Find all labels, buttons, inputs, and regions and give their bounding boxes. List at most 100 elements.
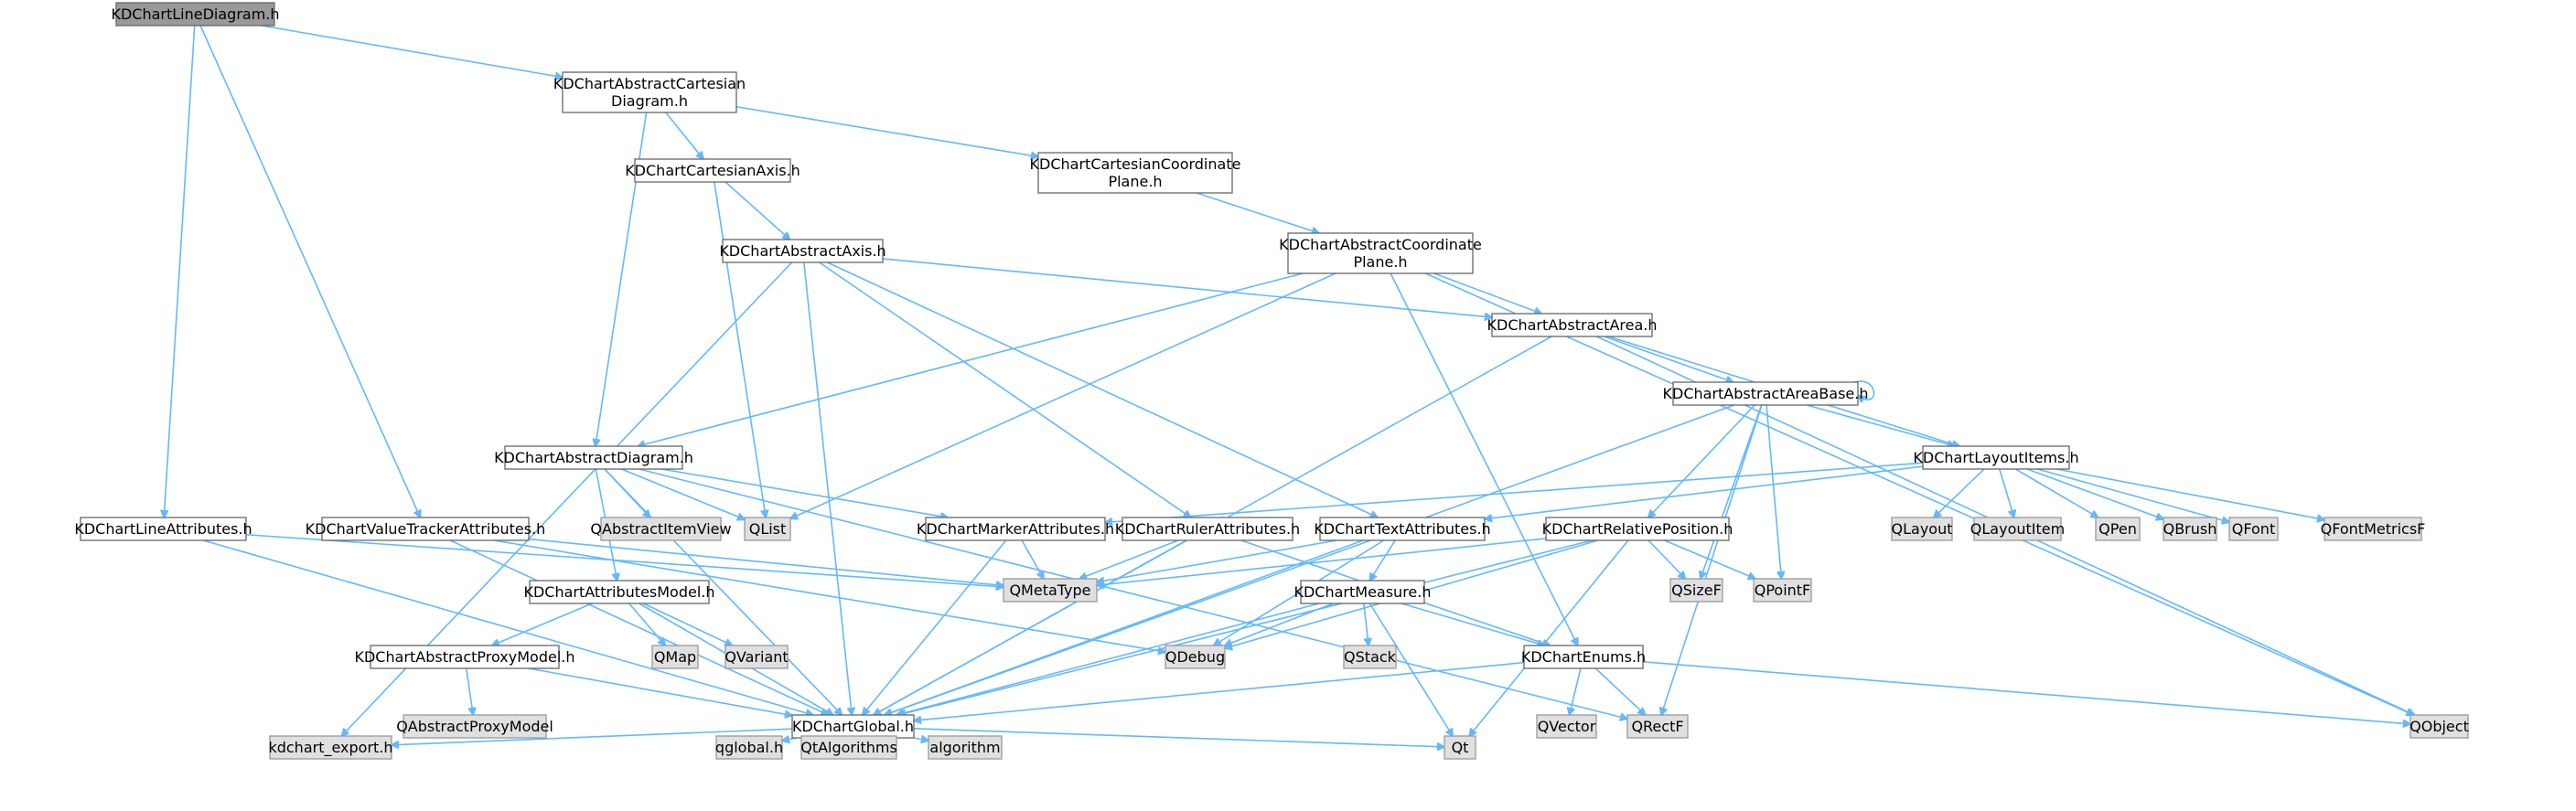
node-qtalg: QtAlgorithms bbox=[800, 735, 897, 760]
node-box bbox=[1300, 580, 1425, 604]
edge-am-to-qvariant bbox=[643, 603, 732, 646]
node-box bbox=[1523, 645, 1644, 669]
node-box bbox=[562, 71, 737, 113]
node-cax[interactable]: KDChartCartesianAxis.h bbox=[625, 158, 800, 183]
edge-enums-to-qobject bbox=[1642, 660, 2410, 724]
edge-meas-to-qdebug bbox=[1225, 603, 1334, 646]
edge-rp-to-qsizef bbox=[1648, 539, 1685, 579]
node-enums[interactable]: KDChartEnums.h bbox=[1521, 645, 1646, 669]
node-qbrush: QBrush bbox=[2163, 517, 2217, 541]
edge-rp-to-qt bbox=[1469, 539, 1629, 736]
node-qvariant: QVariant bbox=[724, 645, 789, 669]
node-label: KDChartCartesianAxis.h bbox=[625, 162, 800, 179]
node-box bbox=[321, 517, 530, 541]
edge-apm-to-qapm bbox=[466, 667, 473, 715]
node-aax[interactable]: KDChartAbstractAxis.h bbox=[719, 239, 886, 263]
node-box bbox=[1545, 517, 1730, 541]
node-label: Plane.h bbox=[1353, 253, 1407, 271]
node-box bbox=[651, 645, 699, 669]
edge-acp-to-qobject bbox=[1424, 272, 2413, 715]
node-label: QAbstractProxyModel bbox=[396, 718, 553, 735]
node-meas[interactable]: KDChartMeasure.h bbox=[1293, 580, 1432, 604]
edge-aax-to-aar bbox=[882, 258, 1492, 317]
node-box bbox=[925, 517, 1106, 541]
node-label: Diagram.h bbox=[611, 92, 688, 110]
node-label: KDChartTextAttributes.h bbox=[1314, 520, 1490, 538]
node-box bbox=[1536, 714, 1597, 739]
node-apm[interactable]: KDChartAbstractProxyModel.h bbox=[354, 645, 575, 669]
node-box bbox=[715, 735, 783, 760]
edge-ra-to-global bbox=[874, 539, 1187, 715]
edge-root-to-vta bbox=[199, 25, 420, 518]
edge-cax-to-qlist bbox=[714, 181, 766, 518]
node-label: KDChartLineAttributes.h bbox=[74, 520, 252, 538]
edge-aab-to-qpointf bbox=[1766, 404, 1781, 579]
edge-am-to-apm bbox=[492, 603, 593, 646]
node-am[interactable]: KDChartAttributesModel.h bbox=[523, 580, 715, 604]
node-box bbox=[1037, 152, 1233, 194]
edge-ad-to-qlist bbox=[621, 468, 745, 519]
edge-rp-to-global bbox=[898, 539, 1593, 715]
node-box bbox=[1319, 517, 1486, 541]
edge-li-to-qpen bbox=[2014, 468, 2098, 518]
node-li[interactable]: KDChartLayoutItems.h bbox=[1913, 445, 2079, 470]
node-box bbox=[1672, 381, 1859, 406]
node-qt: Qt bbox=[1444, 735, 1476, 760]
edge-acp-to-enums bbox=[1390, 272, 1578, 646]
edge-li-to-qbrush bbox=[2026, 468, 2163, 519]
node-box bbox=[1753, 578, 1812, 603]
node-box bbox=[1891, 517, 1953, 541]
edge-la-to-global bbox=[202, 539, 813, 715]
node-label: QVector bbox=[1538, 718, 1596, 735]
node-label: KDChartValueTrackerAttributes.h bbox=[306, 520, 546, 538]
node-qrectf: QRectF bbox=[1626, 714, 1689, 739]
edge-acd-to-cax bbox=[665, 112, 703, 159]
node-aar[interactable]: KDChartAbstractArea.h bbox=[1487, 313, 1658, 337]
node-label: QSizeF bbox=[1671, 582, 1722, 599]
node-qstack: QStack bbox=[1343, 645, 1397, 669]
node-box bbox=[1444, 735, 1476, 760]
edge-li-to-qfont bbox=[2036, 468, 2229, 522]
node-label: KDChartAttributesModel.h bbox=[523, 583, 714, 601]
node-ta[interactable]: KDChartTextAttributes.h bbox=[1314, 517, 1491, 541]
edge-aab-to-aab bbox=[1853, 380, 1875, 400]
node-la[interactable]: KDChartLineAttributes.h bbox=[74, 517, 252, 541]
node-alg: algorithm bbox=[928, 735, 1003, 760]
edge-li-to-ta bbox=[1485, 465, 1924, 519]
node-label: KDChartAbstractCoordinate bbox=[1279, 236, 1482, 253]
node-qvector: QVector bbox=[1536, 714, 1597, 739]
nodes-layer: KDChartLineDiagram.hKDChartAbstractCarte… bbox=[74, 2, 2469, 760]
node-root[interactable]: KDChartLineDiagram.h bbox=[111, 2, 280, 27]
node-label: algorithm bbox=[929, 739, 1000, 756]
node-box bbox=[2410, 714, 2469, 739]
node-ra[interactable]: KDChartRulerAttributes.h bbox=[1115, 517, 1300, 541]
node-box bbox=[2324, 517, 2422, 541]
edge-global-to-alg bbox=[913, 738, 928, 741]
edge-ad-to-global bbox=[604, 468, 842, 715]
edge-enums-to-qrectf bbox=[1594, 667, 1645, 715]
edge-cax-to-aax bbox=[724, 181, 790, 240]
node-ma[interactable]: KDChartMarkerAttributes.h bbox=[917, 517, 1114, 541]
node-qmeta: QMetaType bbox=[1003, 578, 1098, 603]
edge-root-to-acd bbox=[261, 25, 563, 78]
node-label: QLayoutItem bbox=[1970, 520, 2065, 538]
edge-acd-to-ad bbox=[596, 112, 648, 446]
node-aab[interactable]: KDChartAbstractAreaBase.h bbox=[1663, 381, 1869, 406]
edge-global-to-qt bbox=[913, 728, 1444, 747]
edge-vta-to-qmeta bbox=[528, 538, 1004, 586]
node-ad[interactable]: KDChartAbstractDiagram.h bbox=[494, 445, 693, 470]
node-vta[interactable]: KDChartValueTrackerAttributes.h bbox=[306, 517, 546, 541]
node-global[interactable]: KDChartGlobal.h bbox=[791, 714, 915, 739]
edge-meas-to-enums bbox=[1401, 603, 1544, 646]
edge-ta-to-global bbox=[885, 539, 1371, 715]
node-box bbox=[724, 645, 789, 669]
edge-aax-to-global bbox=[803, 261, 852, 715]
node-box bbox=[1343, 645, 1397, 669]
edge-li-to-qlayout bbox=[1934, 468, 1985, 518]
node-rp[interactable]: KDChartRelativePosition.h bbox=[1542, 517, 1733, 541]
node-box bbox=[2095, 517, 2141, 541]
node-box bbox=[115, 2, 275, 27]
